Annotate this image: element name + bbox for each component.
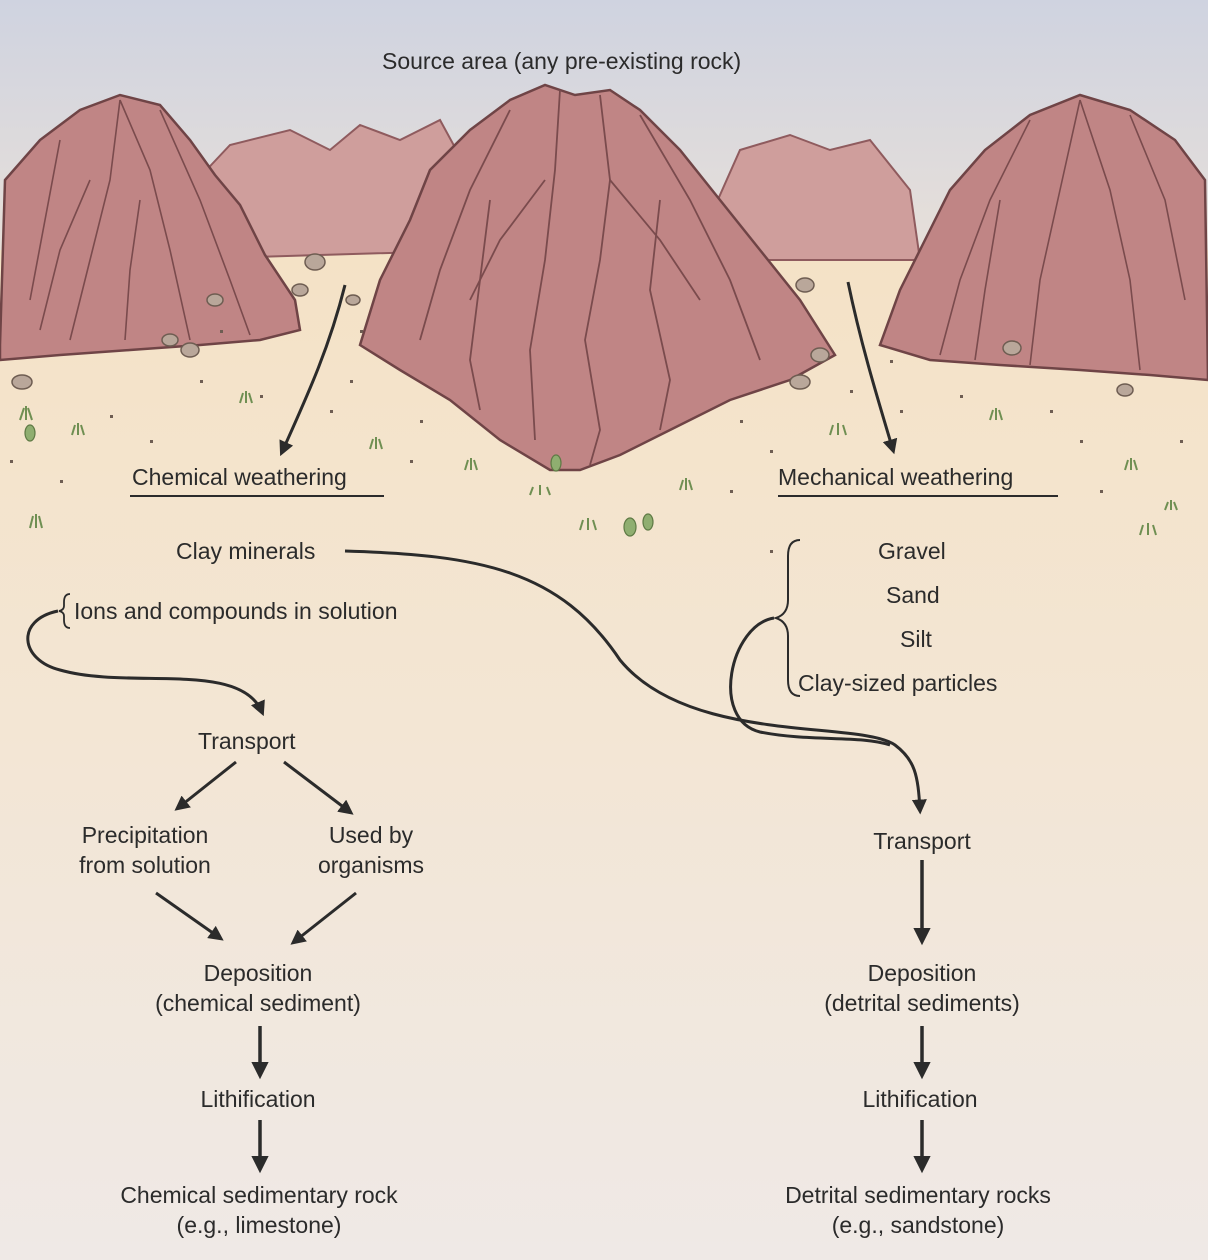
left-transport-label: Transport xyxy=(198,726,296,756)
chemical-rock-line-1: Chemical sedimentary rock xyxy=(80,1180,438,1210)
right-transport-label: Transport xyxy=(832,826,1012,856)
chemical-deposition-line-2: (chemical sediment) xyxy=(120,988,396,1018)
diagram-title: Source area (any pre-existing rock) xyxy=(382,46,741,76)
organisms-line-2: organisms xyxy=(296,850,446,880)
precipitation-line-2: from solution xyxy=(60,850,230,880)
detrital-rock-label: Detrital sedimentary rocks (e.g., sandst… xyxy=(740,1180,1096,1240)
ions-label: Ions and compounds in solution xyxy=(74,596,398,626)
chemical-deposition-label: Deposition (chemical sediment) xyxy=(120,958,396,1018)
particle-clay-sized: Clay-sized particles xyxy=(798,668,997,698)
chemical-rock-label: Chemical sedimentary rock (e.g., limesto… xyxy=(80,1180,438,1240)
particle-sand: Sand xyxy=(886,580,940,610)
precipitation-line-1: Precipitation xyxy=(60,820,230,850)
left-lithification-label: Lithification xyxy=(160,1084,356,1114)
mechanical-weathering-heading: Mechanical weathering xyxy=(778,462,1013,492)
chemical-deposition-line-1: Deposition xyxy=(120,958,396,988)
chemical-rock-line-2: (e.g., limestone) xyxy=(80,1210,438,1240)
detrital-rock-line-1: Detrital sedimentary rocks xyxy=(740,1180,1096,1210)
detrital-deposition-line-1: Deposition xyxy=(780,958,1064,988)
detrital-rock-line-2: (e.g., sandstone) xyxy=(740,1210,1096,1240)
used-by-organisms-label: Used by organisms xyxy=(296,820,446,880)
clay-minerals-label: Clay minerals xyxy=(176,536,315,566)
detrital-deposition-label: Deposition (detrital sediments) xyxy=(780,958,1064,1018)
particle-gravel: Gravel xyxy=(878,536,946,566)
precipitation-label: Precipitation from solution xyxy=(60,820,230,880)
particle-silt: Silt xyxy=(900,624,932,654)
detrital-deposition-line-2: (detrital sediments) xyxy=(780,988,1064,1018)
right-lithification-label: Lithification xyxy=(822,1084,1018,1114)
organisms-line-1: Used by xyxy=(296,820,446,850)
chemical-weathering-heading: Chemical weathering xyxy=(132,462,347,492)
